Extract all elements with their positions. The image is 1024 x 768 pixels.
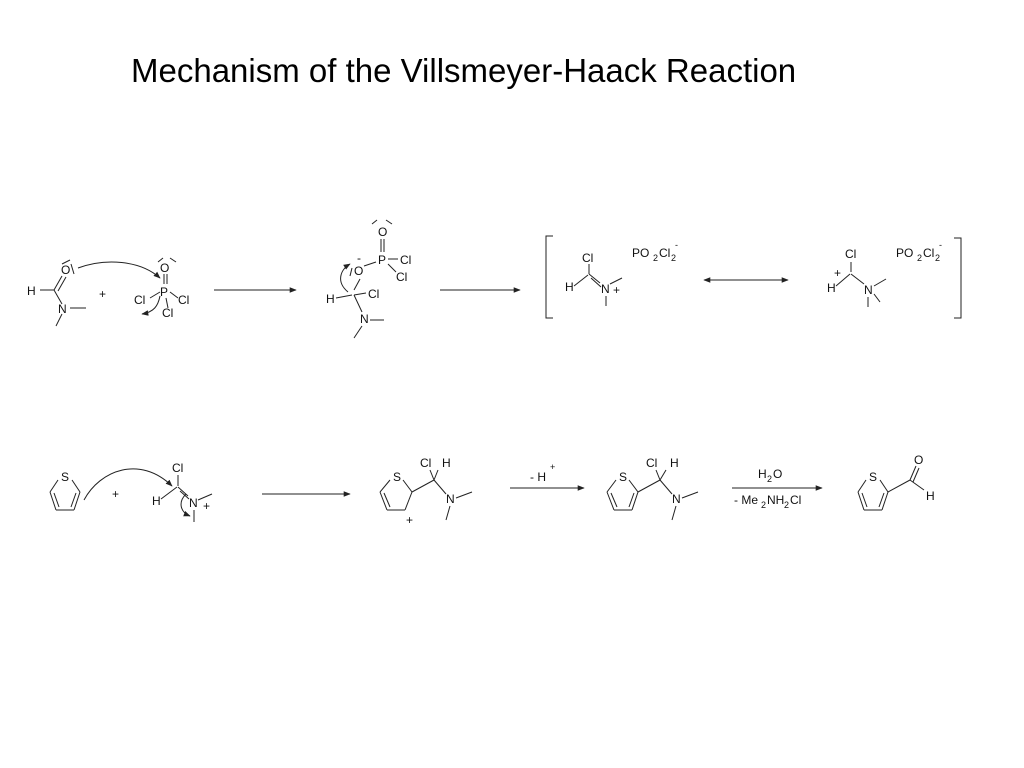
int-o-minus: - bbox=[357, 251, 361, 265]
anion1-po: PO bbox=[632, 246, 649, 260]
int-o-top-label: O bbox=[378, 225, 387, 239]
minus-h-plus: + bbox=[550, 462, 555, 472]
h2o-h: H bbox=[758, 467, 767, 481]
byproduct-cl: Cl bbox=[790, 493, 801, 507]
curly-arrow-to-n bbox=[180, 493, 191, 517]
sig-n-label: N bbox=[446, 492, 455, 506]
im2-cl-label: Cl bbox=[845, 247, 856, 261]
hydrolysis-conditions: H 2 O - Me 2 NH 2 Cl bbox=[732, 467, 823, 510]
h2o-o: O bbox=[773, 467, 782, 481]
bracket-right bbox=[954, 237, 962, 319]
iminium-form-2: Cl + H N bbox=[827, 247, 887, 307]
pocl3-cl-right: Cl bbox=[178, 293, 189, 307]
minus-h-label: - H bbox=[530, 470, 546, 484]
int-cl-right: Cl bbox=[400, 253, 411, 267]
curly-arrow-thiophene-attack bbox=[83, 468, 173, 501]
h2o-sub-2: 2 bbox=[767, 474, 772, 484]
sig-plus: + bbox=[406, 513, 413, 527]
plus-sign-1: + bbox=[99, 287, 106, 301]
im2-n-label: N bbox=[864, 283, 873, 297]
slide-title: Mechanism of the Villsmeyer-Haack Reacti… bbox=[131, 52, 797, 89]
ar-h-label: H bbox=[670, 456, 679, 470]
prod-s-label: S bbox=[869, 470, 877, 484]
dmf-h-label: H bbox=[27, 284, 36, 298]
anion2-sub-2a: 2 bbox=[917, 253, 922, 263]
sig-s-label: S bbox=[393, 470, 401, 484]
po2cl2-anion-2: PO 2 Cl 2 - bbox=[896, 240, 942, 263]
thiophene-aldehyde-product: S O H bbox=[857, 453, 935, 511]
el-cl-label: Cl bbox=[172, 461, 183, 475]
int-cl-label: Cl bbox=[368, 287, 379, 301]
el-n-label: N bbox=[189, 496, 198, 510]
pocl3-molecule: O P Cl Cl Cl bbox=[134, 257, 189, 320]
anion1-sub-2b: 2 bbox=[671, 253, 676, 263]
int-o-label: O bbox=[354, 264, 363, 278]
byproduct-nh: NH bbox=[767, 493, 784, 507]
el-h-label: H bbox=[152, 494, 161, 508]
dmf-molecule: H O Cl N bbox=[27, 259, 86, 327]
sig-h-label: H bbox=[442, 456, 451, 470]
curly-arrow-cl-leaving bbox=[141, 295, 161, 316]
int-h-label: H bbox=[326, 292, 335, 306]
im1-h-label: H bbox=[565, 280, 574, 294]
im2-h-label: H bbox=[827, 281, 836, 295]
el-n-plus: + bbox=[203, 499, 210, 513]
anion2-sub-2b: 2 bbox=[935, 253, 940, 263]
ar-n-label: N bbox=[672, 492, 681, 506]
byproduct-sub-2b: 2 bbox=[784, 500, 789, 510]
sigma-complex: S + Cl H N bbox=[379, 456, 473, 527]
iminium-form-1: Cl H N + bbox=[565, 251, 623, 306]
dmf-n-label: N bbox=[58, 302, 67, 316]
ar-s-label: S bbox=[619, 470, 627, 484]
im1-n-plus: + bbox=[613, 283, 620, 297]
curly-arrow-o-to-p bbox=[77, 261, 161, 279]
pocl3-cl-bottom: Cl bbox=[162, 306, 173, 320]
thio1-s-label: S bbox=[61, 470, 69, 484]
prod-o-label: O bbox=[914, 453, 923, 467]
sig-cl-label: Cl bbox=[420, 456, 431, 470]
anion2-charge: - bbox=[939, 240, 942, 250]
ar-cl-label: Cl bbox=[646, 456, 657, 470]
rearomatized-intermediate: S Cl H N bbox=[606, 456, 699, 521]
int-cl-lower: Cl bbox=[396, 270, 407, 284]
im1-n-label: N bbox=[601, 282, 610, 296]
im1-cl-label: Cl bbox=[582, 251, 593, 265]
anion1-charge: - bbox=[675, 240, 678, 250]
prod-h-label: H bbox=[926, 489, 935, 503]
pocl3-cl-left: Cl bbox=[134, 293, 145, 307]
dmf-o-label: O bbox=[61, 263, 70, 277]
anion1-cl: Cl bbox=[659, 246, 670, 260]
thiophene-reactant: S bbox=[49, 470, 81, 511]
bracket-left bbox=[545, 235, 553, 319]
anion2-po: PO bbox=[896, 246, 913, 260]
pocl3-o-label: O bbox=[160, 261, 169, 275]
byproduct-me: - Me bbox=[734, 493, 758, 507]
int-p-label: P bbox=[378, 253, 386, 267]
int-n-label: N bbox=[360, 312, 369, 326]
tetrahedral-intermediate: O P Cl Cl - O H Cl N bbox=[326, 219, 411, 339]
anion2-cl: Cl bbox=[923, 246, 934, 260]
anion1-sub-2a: 2 bbox=[653, 253, 658, 263]
byproduct-sub-2a: 2 bbox=[761, 500, 766, 510]
plus-sign-2: + bbox=[112, 487, 119, 501]
iminium-electrophile: Cl H N + bbox=[152, 461, 213, 522]
po2cl2-anion-1: PO 2 Cl 2 - bbox=[632, 240, 678, 263]
im2-c-plus: + bbox=[834, 266, 841, 280]
pocl3-p-label: P bbox=[160, 285, 168, 299]
curly-arrow-o-to-c bbox=[340, 263, 351, 293]
